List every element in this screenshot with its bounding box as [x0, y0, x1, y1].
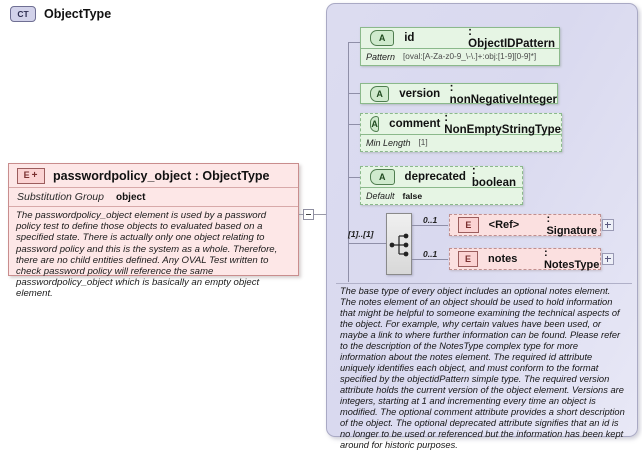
element-icon-plus: +: [31, 169, 39, 181]
element-row-notes[interactable]: E notes : NotesType: [449, 247, 601, 271]
facet-label-pattern: Pattern: [366, 51, 396, 62]
facet-label-minlength: Min Length: [366, 137, 411, 148]
tree-stub-id: [348, 42, 360, 43]
connector-line: [299, 214, 331, 215]
attribute-icon-label: A: [378, 32, 386, 43]
element-box-header: E+ passwordpolicy_object : ObjectType: [9, 164, 298, 188]
substitution-group-row: Substitution Group object: [9, 188, 298, 207]
attribute-type-version: : nonNegativeInteger: [449, 82, 557, 106]
complextype-documentation: The base type of every object includes a…: [336, 283, 632, 450]
attribute-name-deprecated: deprecated: [404, 171, 466, 183]
complextype-header: CT ObjectType: [10, 5, 111, 23]
substitution-group-label: Substitution Group: [17, 191, 104, 203]
attribute-header-comment: A comment : NonEmptyStringType: [361, 112, 562, 136]
element-row-ref[interactable]: E <Ref> : Signature: [449, 213, 601, 237]
element-title: passwordpolicy_object : ObjectType: [53, 168, 270, 183]
facet-value-minlength: [1]: [418, 138, 428, 147]
attribute-icon-label: A: [379, 171, 386, 182]
plus-vertical: [607, 222, 608, 228]
complextype-icon[interactable]: CT: [10, 6, 36, 22]
attribute-type-id: : ObjectIDPattern: [468, 26, 556, 50]
compositor-glyph: [389, 233, 409, 257]
attribute-icon: A: [370, 116, 380, 132]
tree-stub-version: [348, 93, 360, 94]
plus-horizontal: [605, 224, 611, 225]
element-documentation: The passwordpolicy_object element is use…: [16, 210, 278, 300]
attribute-box-deprecated[interactable]: A deprecated : boolean Default false: [360, 165, 523, 205]
plus-horizontal: [605, 258, 611, 259]
tree-trunk-line: [348, 42, 349, 282]
facet-label-default: Default: [366, 190, 395, 201]
facet-row-comment-minlength: Min Length [1]: [361, 134, 561, 150]
element-name-ref: <Ref>: [488, 219, 520, 231]
attribute-icon: A: [370, 30, 395, 46]
plus-vertical: [607, 256, 608, 262]
attribute-name-version: version: [399, 88, 441, 100]
element-icon-label: E: [465, 219, 472, 230]
attribute-type-comment: : NonEmptyStringType: [444, 112, 562, 136]
attribute-icon-label: A: [371, 118, 378, 129]
attribute-name-id: id: [404, 32, 415, 44]
facet-value-pattern: [oval:[A-Za-z0-9_\-\.]+:obj:[1-9][0-9]*]: [403, 52, 537, 61]
expand-plus-icon-ref[interactable]: [602, 219, 614, 231]
branch-line-ref: [412, 225, 448, 226]
element-name-notes: notes: [488, 253, 518, 265]
attribute-icon: A: [370, 86, 390, 102]
complextype-icon-label: CT: [17, 8, 29, 19]
attribute-box-comment[interactable]: A comment : NonEmptyStringType Min Lengt…: [360, 112, 562, 152]
facet-row-id-pattern: Pattern [oval:[A-Za-z0-9_\-\.]+:obj:[1-9…: [361, 48, 559, 64]
tree-stub-compositor: [348, 243, 386, 244]
attribute-header-deprecated: A deprecated : boolean: [361, 165, 522, 189]
element-box-passwordpolicy-object[interactable]: E+ passwordpolicy_object : ObjectType Su…: [8, 163, 299, 300]
occurrence-notes: 0..1: [423, 249, 438, 259]
choice-compositor-icon[interactable]: [386, 213, 412, 275]
element-icon-label: E: [23, 170, 31, 180]
tree-stub-deprecated: [348, 177, 360, 178]
attribute-type-deprecated: : boolean: [471, 165, 516, 189]
facet-value-default: false: [402, 190, 423, 201]
attribute-name-comment: comment: [389, 118, 441, 130]
substitution-group-value[interactable]: object: [115, 191, 146, 203]
attribute-icon: A: [370, 169, 395, 185]
compositor-occurrence: [1]..[1]: [348, 229, 374, 239]
tree-stub-comment: [348, 124, 360, 125]
attribute-header-version: A version : nonNegativeInteger: [361, 82, 557, 106]
attribute-icon-label: A: [376, 88, 383, 99]
expand-plus-icon-notes[interactable]: [602, 253, 614, 265]
attribute-header-id: A id : ObjectIDPattern: [361, 26, 559, 50]
branch-line-notes: [412, 259, 448, 260]
element-icon: E: [458, 251, 479, 267]
element-icon: E: [458, 217, 479, 233]
element-type-notes: : NotesType: [543, 247, 600, 271]
facet-row-deprecated-default: Default false: [361, 187, 522, 203]
attribute-box-id[interactable]: A id : ObjectIDPattern Pattern [oval:[A-…: [360, 26, 560, 66]
attribute-box-version[interactable]: A version : nonNegativeInteger: [360, 82, 558, 106]
element-icon[interactable]: E+: [17, 167, 45, 184]
occurrence-ref: 0..1: [423, 215, 438, 225]
element-icon-label: E: [465, 253, 472, 264]
schema-diagram-canvas: E+ passwordpolicy_object : ObjectType Su…: [8, 3, 638, 450]
complextype-title: ObjectType: [44, 7, 112, 21]
collapse-icon[interactable]: [303, 209, 314, 220]
minus-glyph: [306, 214, 311, 215]
element-type-ref: : Signature: [546, 213, 598, 237]
